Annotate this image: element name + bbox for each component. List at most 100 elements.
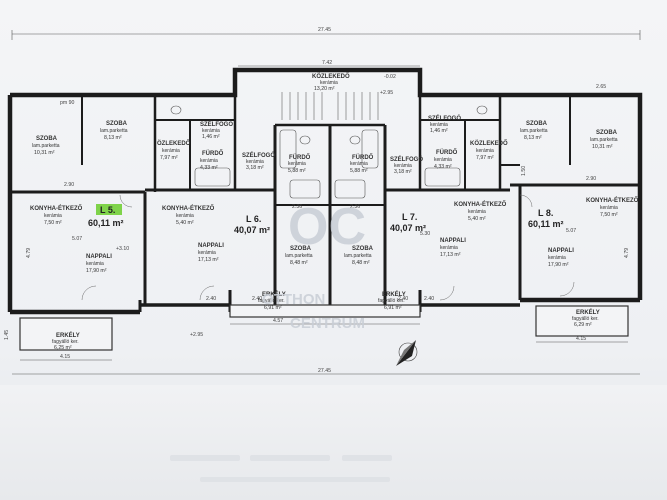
- balcony-right-area: 6,29 m²: [574, 322, 592, 328]
- room-kozlekedo-l-area: 7,97 m²: [160, 155, 178, 161]
- corridor-name: KÖZLEKEDŐ: [312, 73, 350, 80]
- top-total-dim: 27.45: [318, 27, 331, 33]
- room-konyha-l5-material: kerámia: [44, 213, 62, 219]
- dim-1-45-left: 1.45: [4, 330, 10, 340]
- room-konyha-l7: KONYHA-ÉTKEZŐ: [454, 200, 507, 208]
- unit-l7-label: L 7.: [402, 212, 417, 222]
- room-szoba-l6-material: lam.parketta: [285, 253, 313, 259]
- top-dimension-line: 27.45: [11, 27, 641, 40]
- balcony-left-material: fagyálló ker.: [52, 339, 79, 345]
- room-furdo-c1-material: kerámia: [288, 161, 306, 167]
- dim-5-07-right: 5.07: [566, 228, 576, 234]
- room-szoba-b-material: lam.parketta: [100, 128, 128, 134]
- room-furdo-r-material: kerámia: [434, 157, 452, 163]
- room-szelfogo-l-material: kerámia: [202, 128, 220, 134]
- room-furdo-l-material: kerámia: [200, 158, 218, 164]
- room-nappali-l6-material: kerámia: [198, 250, 216, 256]
- room-szoba-a-material: lam.parketta: [32, 143, 60, 149]
- balcony-c1-name: ERKÉLY: [262, 290, 286, 298]
- balcony-left-width: 4.15: [60, 354, 70, 360]
- unit-l6-area: 40,07 m²: [234, 225, 270, 235]
- room-labels: SZOBA lam.parketta 10,31 m² SZOBA lam.pa…: [30, 114, 639, 274]
- balcony-right-name: ERKÉLY: [576, 308, 600, 316]
- unit-labels: L 5. 60,11 m² L 6. 40,07 m² L 7. 40,07 m…: [88, 204, 564, 235]
- unit-l5-label: L 5.: [100, 205, 115, 215]
- room-nappali-l5-material: kerámia: [86, 261, 104, 267]
- room-kozlekedo-l-material: kerámia: [162, 148, 180, 154]
- room-furdo-c1: FÜRDŐ: [289, 154, 311, 161]
- balcony-c2-name: ERKÉLY: [382, 290, 406, 298]
- unit-l6-label: L 6.: [246, 214, 261, 224]
- interior-walls: [10, 95, 640, 305]
- lower-page-area: [0, 385, 667, 500]
- room-konyha-l7-material: kerámia: [468, 209, 486, 215]
- room-szelfogo-r2-area: 3,18 m²: [394, 169, 412, 175]
- balcony-c2-material: fagyálló ker.: [378, 298, 405, 304]
- room-nappali-l7-area: 17,13 m²: [440, 252, 461, 258]
- elevation-left: +2.95: [190, 332, 203, 338]
- room-konyha-l6-material: kerámia: [176, 213, 194, 219]
- tick-2-40-b: 2.40: [252, 296, 262, 302]
- room-konyha-l8-area: 7,50 m²: [600, 212, 618, 218]
- room-furdo-c2-area: 5,88 m²: [350, 168, 368, 174]
- room-szoba-c-area: 8,13 m²: [524, 135, 542, 141]
- balcony-labels: ERKÉLY fagyálló ker. 6,25 m² ERKÉLY fagy…: [52, 290, 600, 351]
- room-kozlekedo-l: ÖZLEKEDŐ: [157, 140, 191, 147]
- room-nappali-l6: NAPPALI: [198, 243, 224, 249]
- room-szelfogo-l2: SZÉLFOGÓ: [242, 151, 275, 159]
- tick-2-40-a: 2.40: [206, 296, 216, 302]
- balcony-left-name: ERKÉLY: [56, 331, 80, 339]
- north-arrow-icon: [396, 340, 418, 366]
- dim-2-65-right: 2.65: [596, 84, 606, 90]
- watermark: OC OTTHON CENTRUM: [262, 198, 366, 332]
- room-kozlekedo-r-area: 7,97 m²: [476, 155, 494, 161]
- room-szoba-c: SZOBA: [526, 121, 548, 127]
- bottom-dimension-lines: 27.45 4.15 4.57 4.15: [12, 318, 640, 375]
- room-szoba-d: SZOBA: [596, 130, 618, 136]
- balcony-right-width: 4.15: [576, 336, 586, 342]
- room-furdo-l-area: 4,33 m²: [200, 165, 218, 171]
- dim-2-36-b: 2.36: [350, 204, 360, 210]
- room-nappali-l8-material: kerámia: [548, 255, 566, 261]
- interior-dimensions: 2.90 5.07 4.79 +3.10 1.45 +2.95 +2.95 -0…: [4, 74, 630, 340]
- room-szelfogo-l2-area: 3,18 m²: [246, 165, 264, 171]
- corridor-label: KÖZLEKEDŐ kerámia 13,20 m²: [312, 73, 350, 92]
- balcony-center-width: 4.57: [273, 318, 283, 324]
- unit-l5-area: 60,11 m²: [88, 218, 124, 228]
- balcony-right-material: fagyálló ker.: [572, 316, 599, 322]
- window-tick: pm 90: [60, 100, 75, 106]
- room-nappali-l5: NAPPALI: [86, 254, 112, 260]
- balconies: [19, 304, 629, 351]
- room-szelfogo-r2-material: kerámia: [394, 163, 412, 169]
- room-konyha-l5-area: 7,50 m²: [44, 220, 62, 226]
- corridor-area: 13,20 m²: [314, 86, 335, 92]
- room-nappali-l8-area: 17,90 m²: [548, 262, 569, 268]
- room-furdo-c2: FÜRDŐ: [352, 154, 374, 161]
- tick-2-40-d: 2.40: [424, 296, 434, 302]
- room-szoba-a-area: 10,31 m²: [34, 150, 55, 156]
- dim-3-10-left: +3.10: [116, 246, 129, 252]
- dim-5-30-mid: 5.30: [420, 231, 430, 237]
- room-szoba-l6-area: 8,48 m²: [290, 260, 308, 266]
- room-nappali-l5-area: 17,90 m²: [86, 268, 107, 274]
- room-furdo-c2-material: kerámia: [350, 161, 368, 167]
- room-szoba-d-area: 10,31 m²: [592, 144, 613, 150]
- tick-2-40-c: 2.40: [398, 296, 408, 302]
- room-nappali-l7: NAPPALI: [440, 238, 466, 244]
- elevation-corridor: -0.02: [384, 74, 396, 80]
- room-nappali-l7-material: kerámia: [440, 245, 458, 251]
- unit-l8-label: L 8.: [538, 208, 553, 218]
- room-szelfogo-r-area: 1,46 m²: [430, 128, 448, 134]
- room-furdo-r: FÜRDŐ: [436, 149, 458, 156]
- room-szelfogo-l: SZÉLFOGÓ: [200, 120, 233, 128]
- dim-2-90-right: 2.90: [586, 176, 596, 182]
- room-szoba-d-material: lam.parketta: [590, 137, 618, 143]
- unit-l5-highlight: [96, 204, 122, 215]
- room-furdo-r-area: 4,33 m²: [434, 164, 452, 170]
- room-szelfogo-r-material: kerámia: [430, 122, 448, 128]
- room-szoba-b: SZOBA: [106, 121, 128, 127]
- dim-1-50-right: 1.50: [521, 166, 527, 176]
- room-szelfogo-l2-material: kerámia: [246, 159, 264, 165]
